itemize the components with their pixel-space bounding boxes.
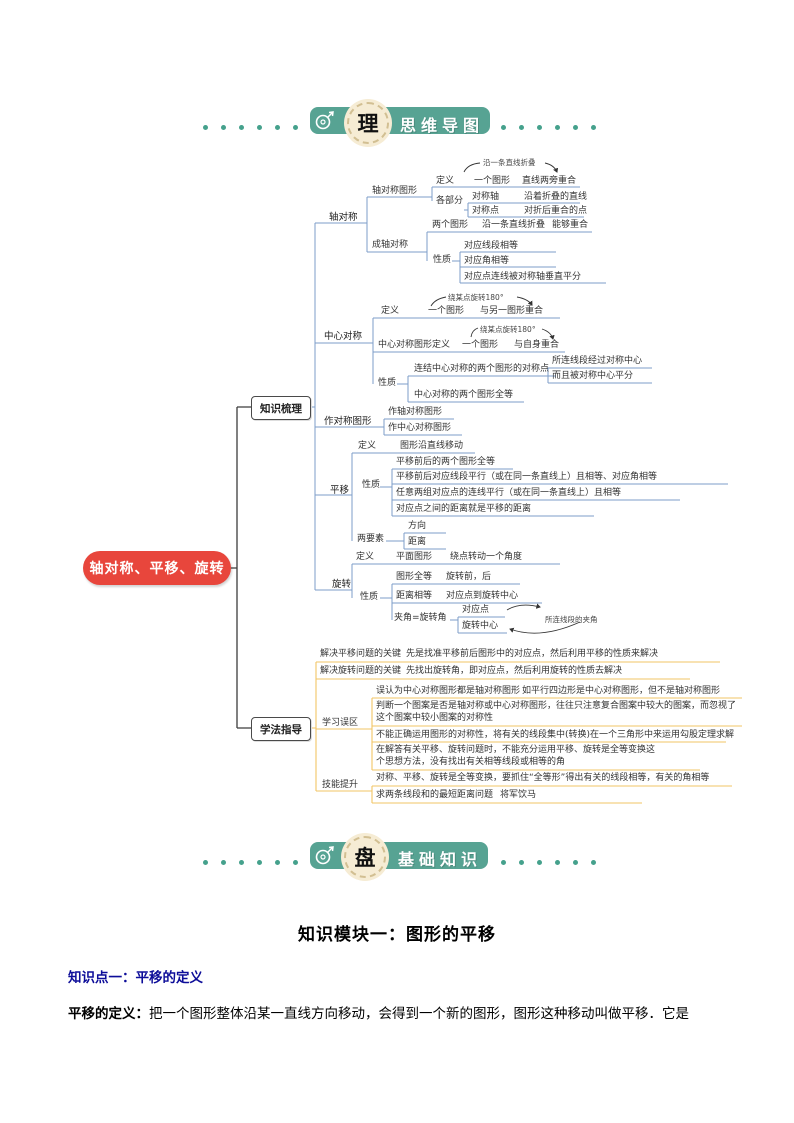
definition-label: 平移的定义： — [68, 1006, 149, 1022]
node-segment-through-center: 所连线段经过对称中心 — [552, 356, 643, 366]
badge-char-2: 盘 — [354, 846, 376, 870]
node-translation: 平移 — [330, 485, 350, 496]
node-definition: 定义 — [381, 306, 400, 316]
decor-dots-right-2 — [501, 860, 596, 865]
node-equal-distance: 距离相等 — [396, 591, 433, 601]
node-two-figures: 两个图形 — [432, 220, 469, 230]
node-coincide-self: 与自身重合 — [514, 340, 560, 350]
definition-text: 把一个图形整体沿某一直线方向移动，会得到一个新的图形，图形这种移动叫做平移．它是 — [149, 1006, 689, 1022]
annotation-fold-line: 沿一条直线折叠 — [483, 158, 536, 167]
node-move-along-line: 图形沿直线移动 — [400, 441, 464, 451]
node-properties: 性质 — [433, 255, 452, 265]
node-one-figure: 一个图形 — [428, 306, 465, 316]
node-coincide-other: 与另一图形重合 — [480, 306, 544, 316]
node-equal-angles: 对应角相等 — [464, 256, 510, 266]
node-rotate-angle: 绕点转动一个角度 — [450, 552, 523, 562]
knowledge-point-title: 知识点一：平移的定义 — [68, 970, 203, 986]
node-symmetry-point: 对称点 — [472, 206, 500, 216]
node-draw-axial: 作轴对称图形 — [388, 407, 443, 417]
branch-study-guide: 学法指导 — [251, 717, 311, 741]
banner-title-2: 基础知识 — [398, 850, 483, 869]
node-coincide-both-sides: 直线两旁重合 — [522, 176, 577, 186]
node-properties: 性质 — [362, 480, 381, 490]
banner-title: 思维导图 — [400, 116, 485, 135]
definition-paragraph: 平移的定义：把一个图形整体沿某一直线方向移动，会得到一个新的图形，图形这种移动叫… — [68, 1002, 689, 1022]
mindmap-banner — [310, 107, 490, 134]
node-misconception-1-desc: 如平行四边形是中心对称图形，但不是轴对称图形 — [522, 686, 721, 696]
node-properties: 性质 — [378, 378, 397, 388]
banner-badge-2: 盘 — [344, 836, 386, 878]
node-parallel-connections: 任意两组对应点的连线平行（或在同一条直线上）且相等 — [396, 488, 622, 498]
node-angle-equals-rotation: 夹角=旋转角 — [394, 613, 447, 623]
decor-dots-left-2 — [203, 860, 298, 865]
node-fold-along-line: 沿一条直线折叠 — [482, 220, 546, 230]
node-draw-central: 作中心对称图形 — [388, 423, 452, 433]
node-draw-symmetric: 作对称图形 — [324, 416, 372, 427]
node-misconception-3: 不能正确运用图形的对称性，将有关的线段集中(转换)在一个三角形中来运用勾股定理求… — [376, 730, 735, 740]
decor-dots-right — [501, 125, 596, 130]
node-point-to-center: 对应点到旋转中心 — [446, 591, 519, 601]
node-misconception-4b: 个思想方法，没有找出有关相等线段或相等的角 — [376, 757, 566, 767]
node-rotation-key: 解决旋转问题的关键 — [320, 666, 402, 676]
node-before-after-rotation: 旋转前，后 — [446, 572, 492, 582]
banner-badge: 理 — [347, 102, 389, 144]
node-form-axial-symmetry: 成轴对称 — [372, 240, 409, 250]
node-parallel-segments: 平移前后对应线段平行（或在同一条直线上）且相等、对应角相等 — [396, 472, 658, 482]
node-translation-key-desc: 先是找准平移前后图形中的对应点，然后利用平移的性质来解决 — [406, 649, 659, 659]
node-rotation-center: 旋转中心 — [462, 621, 499, 631]
basics-banner — [310, 842, 488, 869]
node-general-drinks-horse: 将军饮马 — [500, 790, 537, 800]
node-congruent-figures: 中心对称的两个图形全等 — [414, 390, 514, 400]
node-misconception-2a: 判断一个图案是否是轴对称或中心对称图形，往往只注意复合图案中较大的图案，而忽视了 — [376, 701, 737, 711]
node-corresponding-point: 对应点 — [462, 605, 490, 615]
node-properties: 性质 — [360, 592, 379, 602]
module-title: 知识模块一：图形的平移 — [298, 925, 496, 945]
node-translation-key: 解决平移问题的关键 — [320, 649, 402, 659]
node-parts: 各部分 — [436, 196, 464, 206]
node-folding-line: 沿着折叠的直线 — [524, 192, 588, 202]
node-axial-figure: 轴对称图形 — [372, 186, 418, 196]
node-definition: 定义 — [436, 176, 455, 186]
node-central-symmetry: 中心对称 — [324, 331, 363, 342]
node-misconception-1: 误认为中心对称图形都是轴对称图形 — [376, 686, 521, 696]
node-direction: 方向 — [408, 521, 427, 531]
node-misconception-4a: 在解答有关平移、旋转问题时，不能充分运用平移、旋转是全等变换这 — [376, 745, 656, 755]
node-distance: 距离 — [408, 537, 427, 547]
node-central-figure-def: 中心对称图形定义 — [378, 340, 451, 350]
branch-knowledge: 知识梳理 — [251, 396, 311, 420]
node-skill-1: 对称、平移、旋转是全等变换，要抓住“全等形”得出有关的线段相等，有关的角相等 — [376, 773, 710, 783]
node-perpendicular-bisector: 对应点连线被对称轴垂直平分 — [464, 272, 582, 282]
badge-char: 理 — [357, 112, 379, 136]
node-skill-2: 求两条线段和的最短距离问题 — [376, 790, 494, 800]
node-plane-figure: 平面图形 — [396, 552, 433, 562]
node-one-figure: 一个图形 — [474, 176, 511, 186]
node-figures-congruent: 图形全等 — [396, 572, 433, 582]
node-rotation: 旋转 — [332, 579, 352, 590]
dart-icon-2 — [315, 846, 334, 865]
annotation-segment-angle: 所连线段的夹角 — [545, 615, 598, 624]
dart-icon — [315, 111, 334, 130]
node-rotation-key-desc: 先找出旋转角，即对应点，然后利用旋转的性质去解决 — [406, 666, 623, 676]
node-connect-points: 连结中心对称的两个图形的对称点 — [414, 364, 550, 374]
node-congruent-before-after: 平移前后的两个图形全等 — [396, 457, 496, 467]
node-distance-is-translation: 对应点之间的距离就是平移的距离 — [396, 504, 532, 514]
node-bisected-by-center: 而且被对称中心平分 — [552, 371, 634, 381]
node-equal-segments: 对应线段相等 — [464, 241, 519, 251]
node-misconceptions: 学习误区 — [322, 718, 359, 728]
node-definition: 定义 — [358, 441, 377, 451]
node-coincide-point: 对折后重合的点 — [524, 206, 588, 216]
mindmap-root: 轴对称、平移、旋转 — [83, 551, 231, 585]
annotation-rotate-180-b: 绕某点旋转180° — [480, 325, 536, 334]
node-misconception-2b: 这个图案中较小图案的对称性 — [376, 713, 494, 723]
node-one-figure: 一个图形 — [462, 340, 499, 350]
node-axial-symmetry: 轴对称 — [329, 212, 358, 223]
node-can-coincide: 能够重合 — [552, 220, 589, 230]
decor-dots-left — [203, 125, 298, 130]
node-definition: 定义 — [356, 552, 375, 562]
node-two-elements: 两要素 — [357, 534, 385, 544]
node-symmetry-axis: 对称轴 — [472, 192, 500, 202]
node-skill-improvement: 技能提升 — [322, 780, 359, 790]
annotation-rotate-180-a: 绕某点旋转180° — [448, 293, 504, 302]
